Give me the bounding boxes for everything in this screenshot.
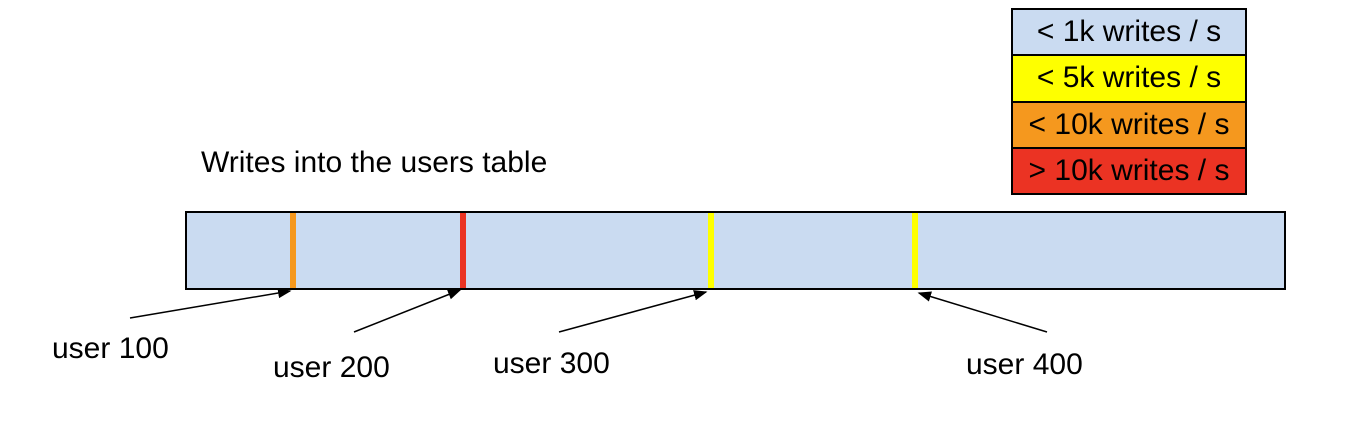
- legend-item-lt-1k: < 1k writes / s: [1013, 10, 1245, 55]
- stripe-user-300: [708, 213, 714, 288]
- legend-item-lt-5k: < 5k writes / s: [1013, 54, 1245, 101]
- legend-item-label: < 5k writes / s: [1036, 61, 1222, 95]
- stripe-user-100: [290, 213, 296, 288]
- callout-label-user-200: user 200: [273, 351, 390, 384]
- arrow-user-100: [129, 287, 292, 319]
- legend-item-lt-10k: < 10k writes / s: [1013, 100, 1245, 147]
- stripe-user-200: [460, 213, 466, 288]
- stripe-user-400: [912, 213, 918, 288]
- legend-item-label: > 10k writes / s: [1028, 153, 1230, 187]
- callout-label-user-300: user 300: [493, 347, 610, 380]
- callout-label-user-100: user 100: [52, 332, 169, 365]
- arrow-user-300: [558, 290, 708, 333]
- users-table-bar: [185, 211, 1286, 290]
- legend: < 1k writes / s < 5k writes / s < 10k wr…: [1011, 8, 1247, 195]
- callout-label-user-400: user 400: [966, 348, 1083, 381]
- arrow-user-400: [917, 291, 1048, 333]
- legend-item-label: < 10k writes / s: [1028, 107, 1230, 141]
- diagram-title: Writes into the users table: [201, 146, 548, 179]
- legend-item-gt-10k: > 10k writes / s: [1013, 146, 1245, 193]
- legend-item-label: < 1k writes / s: [1036, 15, 1222, 49]
- arrow-user-200: [353, 289, 462, 333]
